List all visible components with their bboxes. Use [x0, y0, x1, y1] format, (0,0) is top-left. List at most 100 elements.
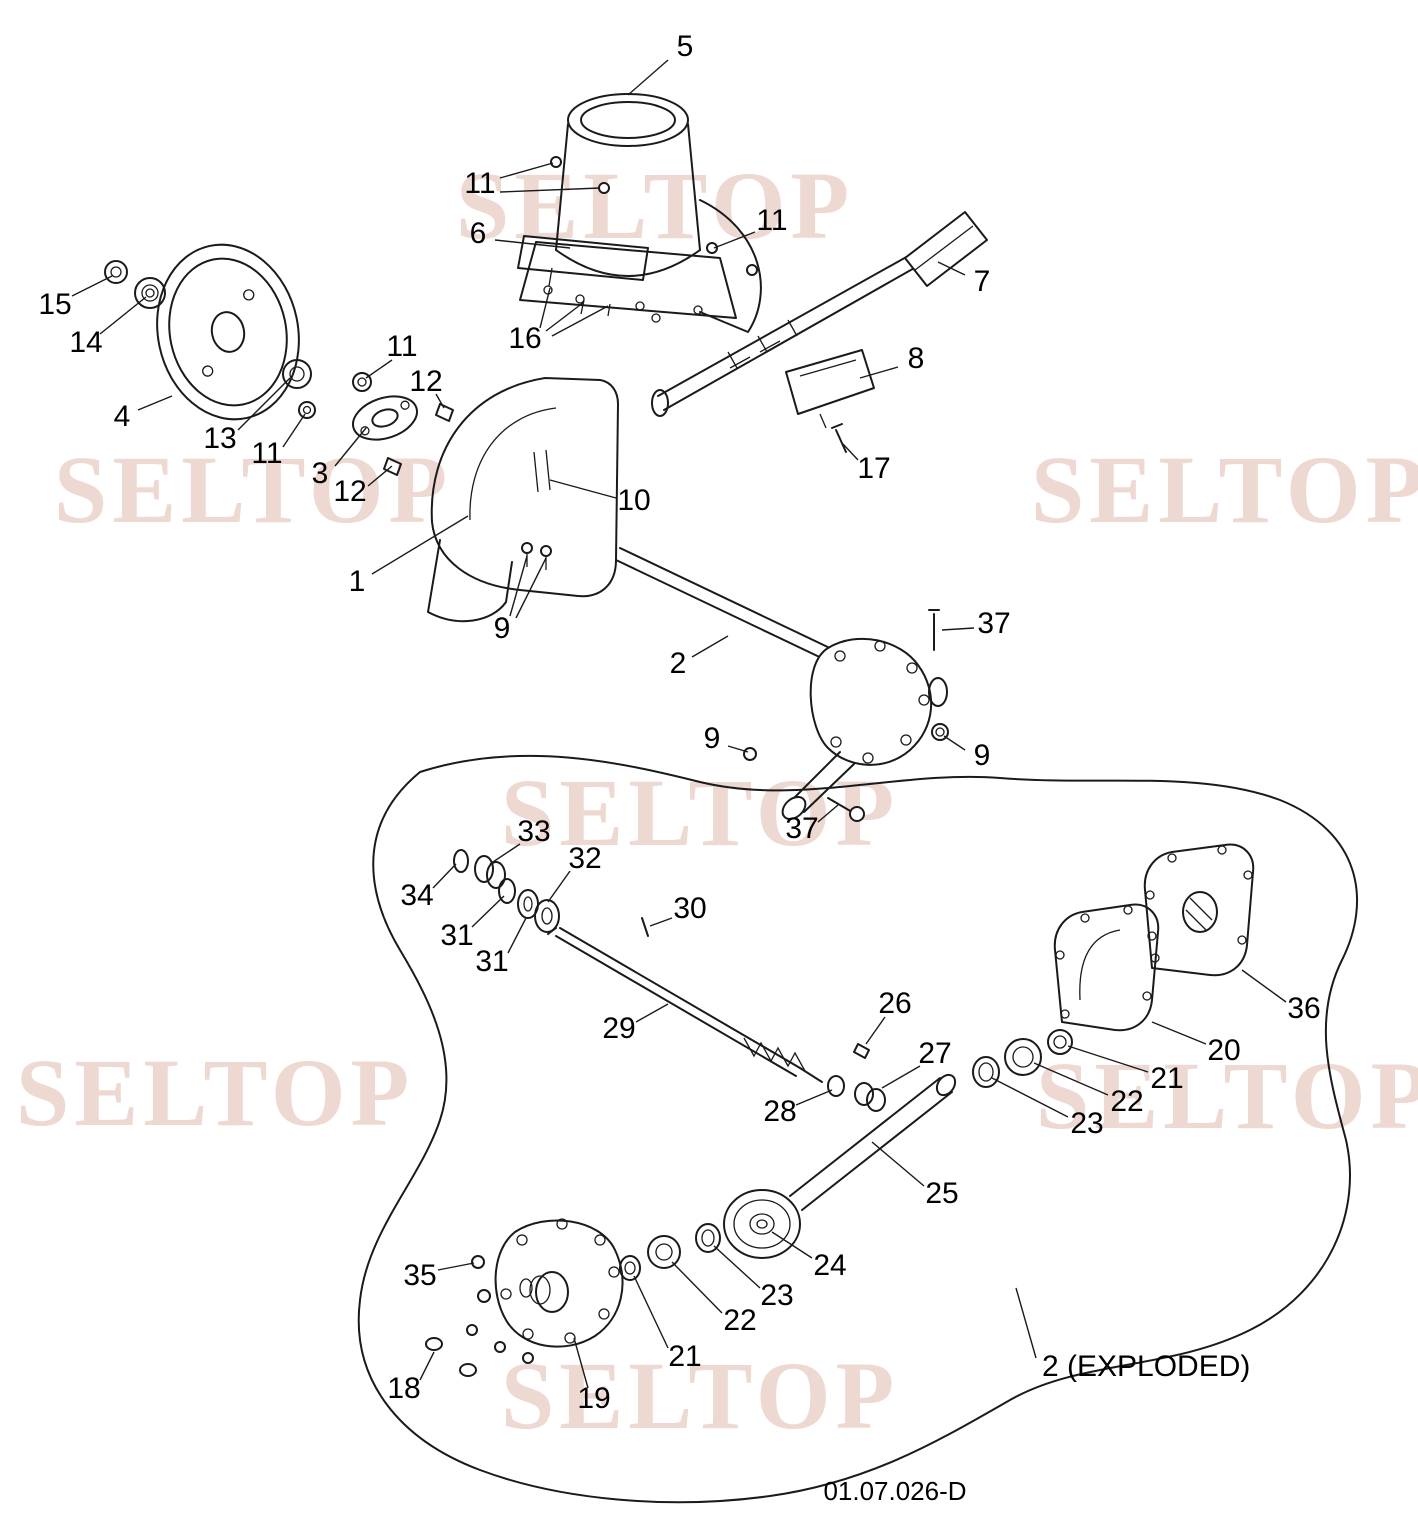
- callout-leader-line: [419, 1351, 435, 1381]
- callout-leader-line: [545, 301, 585, 332]
- callout-label: 23: [760, 1279, 793, 1312]
- watermark-text: SELTOP: [16, 1039, 414, 1146]
- artwork-layer: [104, 93, 1359, 1504]
- callout-label: 25: [925, 1177, 958, 1210]
- callout-label: 37: [785, 812, 818, 845]
- callout-label: 2: [670, 647, 687, 680]
- callout-label: 22: [1110, 1085, 1143, 1118]
- callout-label: 35: [403, 1259, 436, 1292]
- callout-label: 1: [349, 565, 366, 598]
- callout-leader-line: [635, 1003, 669, 1023]
- callout-label: 27: [918, 1037, 951, 1070]
- callout-leader-line: [881, 1065, 921, 1089]
- watermark-text: SELTOP: [456, 152, 854, 259]
- callout-leader-line: [539, 287, 551, 329]
- callout-label: 19: [577, 1382, 610, 1415]
- callout-leader-line: [71, 275, 113, 297]
- callout-leader-line: [509, 555, 528, 617]
- callout-leader-line: [713, 231, 756, 249]
- callout-label: 23: [1070, 1107, 1103, 1140]
- callout-label: 13: [203, 422, 236, 455]
- callout-label: 36: [1287, 992, 1320, 1025]
- callout-leader-line: [871, 1141, 925, 1187]
- callout-leader-line: [499, 187, 601, 193]
- callout-leader-line: [437, 1262, 475, 1271]
- discharge-chute-part: [519, 93, 762, 333]
- callout-label: 7: [974, 265, 991, 298]
- mount-bracket-part: [785, 349, 875, 453]
- callout-leader-line: [432, 863, 457, 889]
- auger-housing-part: [427, 377, 619, 623]
- callout-leader-line: [367, 465, 393, 487]
- callout-label: 14: [69, 326, 102, 359]
- callout-label: 9: [974, 739, 991, 772]
- callout-label: 31: [475, 945, 508, 978]
- callout-leader-line: [627, 59, 669, 96]
- callout-label: 37: [977, 607, 1010, 640]
- callout-label: 21: [668, 1340, 701, 1373]
- callout-leader-line: [1033, 1062, 1109, 1096]
- exploded-view-boundary: [357, 754, 1359, 1504]
- callout-leader-line: [691, 635, 729, 658]
- diagram-code: 01.07.026-D: [823, 1476, 966, 1506]
- callout-leader-line: [795, 1089, 833, 1106]
- callout-label: 9: [704, 722, 721, 755]
- callout-leader-line: [489, 843, 521, 865]
- auger-shaft-part: [651, 211, 988, 417]
- watermark-text: SELTOP: [1036, 1042, 1418, 1149]
- callout-label: 31: [440, 919, 473, 952]
- callout-leader-line: [943, 735, 966, 751]
- callout-label: 28: [763, 1095, 796, 1128]
- callout-leader-line: [551, 305, 609, 337]
- watermark-text: SELTOP: [1031, 436, 1418, 543]
- callout-leader-line: [547, 870, 571, 903]
- callout-leader-line: [334, 427, 367, 467]
- watermark-layer: SELTOP SELTOP SELTOP SELTOP SELTOP SELTOP SELT…: [16, 152, 1418, 1449]
- callout-leader-line: [1151, 1021, 1207, 1045]
- exploded-gearbox-parts: [425, 843, 1255, 1377]
- callout-leader-line: [137, 395, 173, 411]
- callout-label: 21: [1150, 1062, 1183, 1095]
- pulley-part: [104, 243, 372, 421]
- callout-label: 26: [878, 987, 911, 1020]
- callout-leader-line: [237, 377, 291, 431]
- callout-leader-line: [865, 1016, 886, 1045]
- callout-label: 22: [723, 1304, 756, 1337]
- callout-leader-line: [859, 366, 899, 379]
- callout-leader-line: [941, 627, 975, 631]
- callout-label: 10: [617, 484, 650, 517]
- callout-label: 5: [677, 30, 694, 63]
- callout-label: 17: [857, 452, 890, 485]
- callout-leader-line: [771, 1231, 813, 1259]
- callout-leader-line: [494, 239, 571, 249]
- callout-leader-line: [842, 443, 859, 461]
- callout-leader-line: [991, 1077, 1069, 1118]
- callout-label: 18: [387, 1372, 420, 1405]
- callout-leader-line: [713, 1245, 761, 1289]
- callout-label: 4: [114, 400, 131, 433]
- watermark-text: SELTOP: [501, 1342, 899, 1449]
- callout-leader-line: [371, 515, 469, 575]
- callout-leader-line: [633, 1275, 669, 1349]
- callout-label: 12: [333, 475, 366, 508]
- callout-leader-line: [282, 413, 306, 448]
- callout-leader-line: [671, 1261, 723, 1314]
- callout-label: 6: [470, 217, 487, 250]
- callout-leader-line: [549, 479, 617, 499]
- callout-leader-line: [471, 895, 505, 928]
- callout-leader-line: [99, 296, 147, 335]
- callout-label: 29: [602, 1012, 635, 1045]
- chute-mount-plate-part: [517, 156, 758, 317]
- callout-label: 8: [908, 342, 925, 375]
- callout-label: 12: [409, 365, 442, 398]
- callout-label: 20: [1207, 1034, 1240, 1067]
- callout-label: 33: [517, 815, 550, 848]
- watermark-text: SELTOP: [501, 759, 899, 866]
- watermark-text: SELTOP: [54, 436, 452, 543]
- callout-label: 11: [464, 167, 495, 200]
- callout-leader-line: [573, 1337, 589, 1389]
- callout-leader-line: [1241, 969, 1287, 1003]
- callout-leader-line: [365, 359, 393, 379]
- callout-label: 34: [400, 879, 433, 912]
